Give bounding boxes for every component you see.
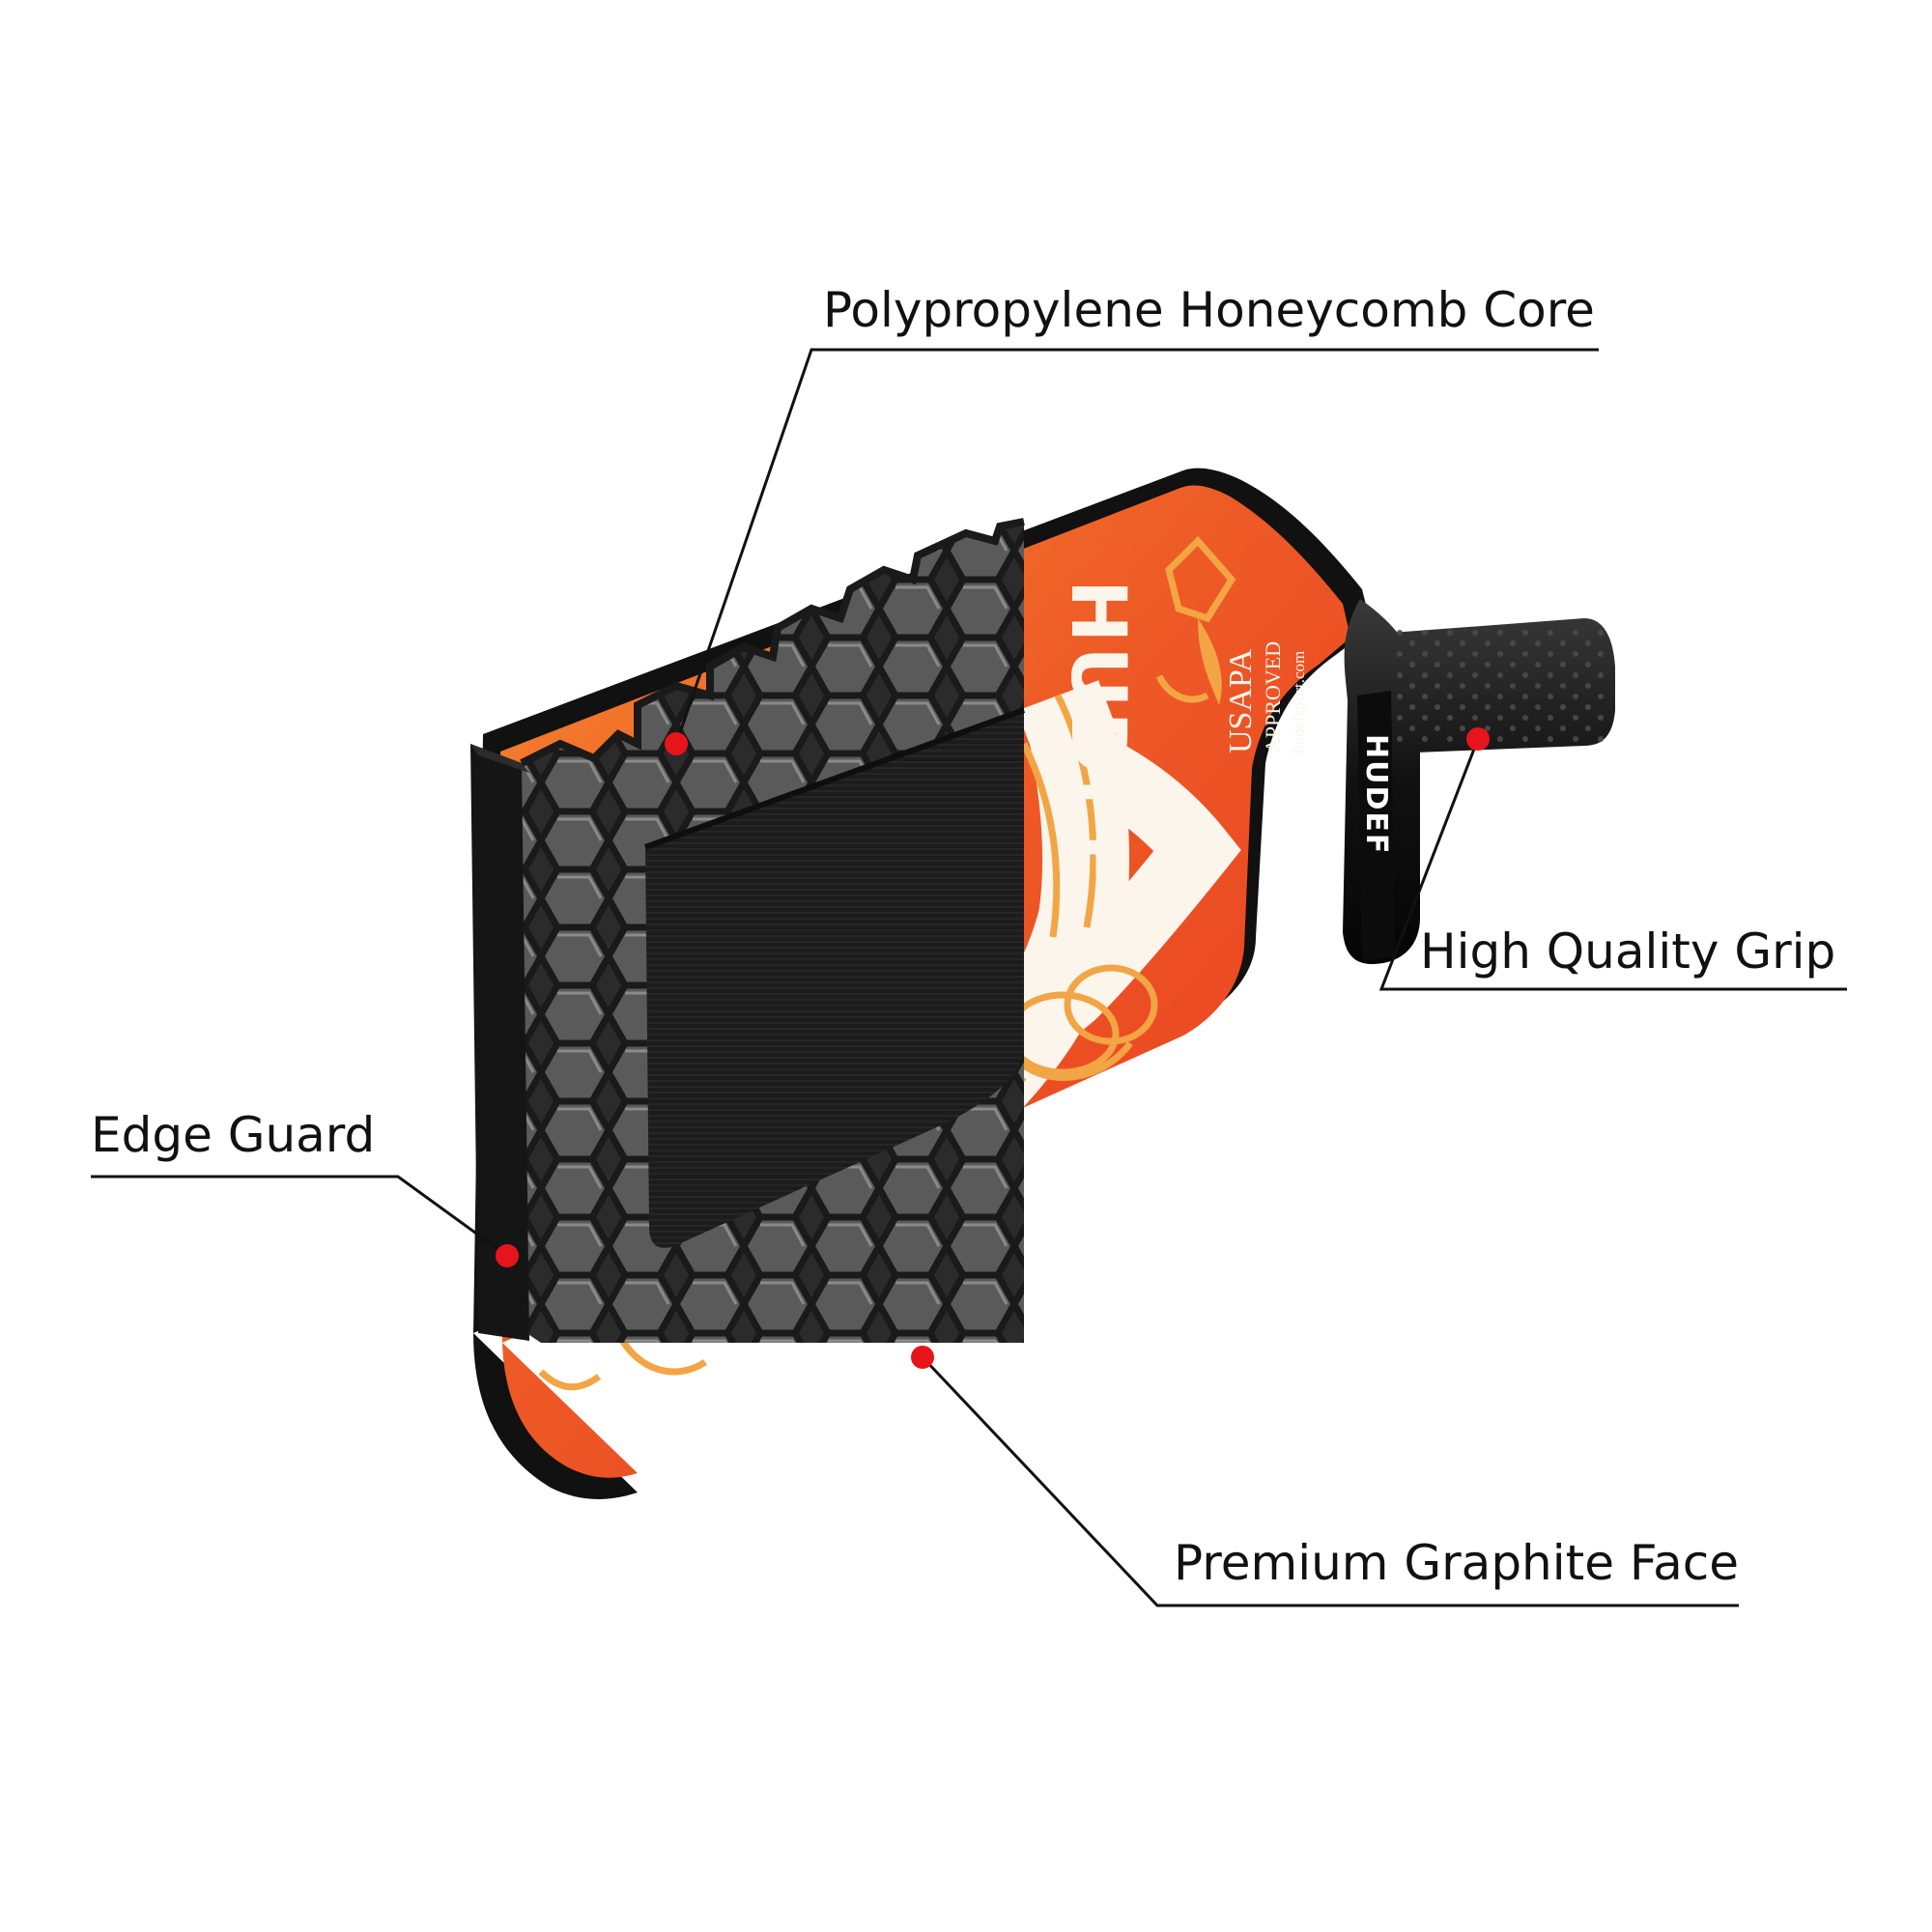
callout-core: Polypropylene Honeycomb Core	[665, 282, 1599, 755]
cutaway-section	[470, 518, 1026, 1343]
inner-fabric-layer	[645, 710, 1024, 1248]
callout-marker-face	[911, 1346, 934, 1369]
edge-guard	[470, 744, 529, 1341]
callout-label-core: Polypropylene Honeycomb Core	[823, 282, 1595, 338]
face-logo: HUDEF	[1054, 580, 1141, 889]
core-top-edge	[520, 518, 1025, 767]
callout-edge: Edge Guard	[91, 1107, 519, 1267]
callout-face: Premium Graphite Face	[911, 1346, 1739, 1607]
approval-line-2: APPROVED	[1261, 641, 1285, 753]
callout-label-edge: Edge Guard	[91, 1107, 375, 1163]
leader-line-grip	[1378, 738, 1847, 991]
callout-label-face: Premium Graphite Face	[1174, 1535, 1739, 1591]
paddle-handle: HUDEF	[1343, 599, 1615, 964]
website-text: hudefsport.com	[1290, 651, 1308, 753]
fabric-edge	[643, 707, 1026, 850]
leader-line-core	[674, 348, 1599, 745]
approval-line-1: USAPA	[1223, 648, 1259, 753]
callout-marker-core	[665, 732, 688, 755]
callout-label-grip: High Quality Grip	[1420, 923, 1835, 980]
callout-marker-edge	[496, 1244, 519, 1267]
grip-collar	[1357, 691, 1396, 961]
callout-grip: High Quality Grip	[1378, 727, 1847, 991]
grip-perforation	[1396, 628, 1608, 742]
leader-line-edge	[91, 1175, 508, 1258]
callout-marker-grip	[1466, 727, 1490, 751]
grip-brand: HUDEF	[1359, 734, 1393, 855]
leader-line-face	[921, 1355, 1739, 1607]
edge-guard-highlight	[470, 744, 529, 773]
